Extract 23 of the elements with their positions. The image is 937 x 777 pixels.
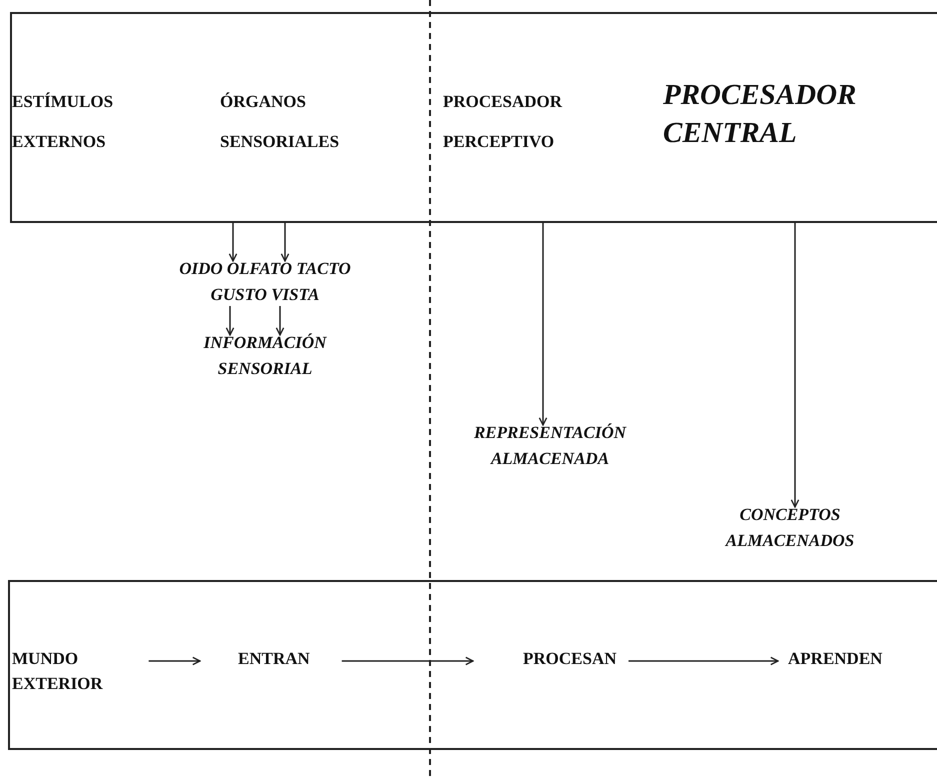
text-label: PROCESADOR CENTRAL — [663, 76, 933, 152]
text-label: ÓRGANOS SENSORIALES — [220, 82, 370, 162]
arrow — [276, 306, 284, 336]
arrow — [228, 223, 238, 262]
arrow — [628, 656, 779, 666]
text-label: CONCEPTOS ALMACENADOS — [675, 502, 905, 554]
arrow — [148, 656, 201, 666]
text-label: REPRESENTACIÓN ALMACENADA — [420, 420, 680, 472]
text-label: INFORMACIÓN SENSORIAL — [180, 330, 350, 382]
text-label: OIDO OLFATO TACTO GUSTO VISTA — [170, 256, 360, 308]
arrow — [342, 656, 474, 666]
text-label: MUNDO EXTERIOR — [12, 646, 122, 696]
arrow — [538, 223, 548, 426]
arrow — [790, 223, 800, 508]
arrow — [226, 306, 234, 336]
text-label: PROCESADOR PERCEPTIVO — [443, 82, 593, 162]
frame-box — [8, 580, 937, 750]
arrow — [280, 223, 290, 262]
text-label: ESTÍMULOS EXTERNOS — [12, 82, 142, 162]
frame-box — [10, 12, 937, 223]
text-label: ENTRAN — [238, 646, 310, 671]
text-label: PROCESAN — [523, 646, 617, 671]
text-label: APRENDEN — [788, 646, 882, 671]
